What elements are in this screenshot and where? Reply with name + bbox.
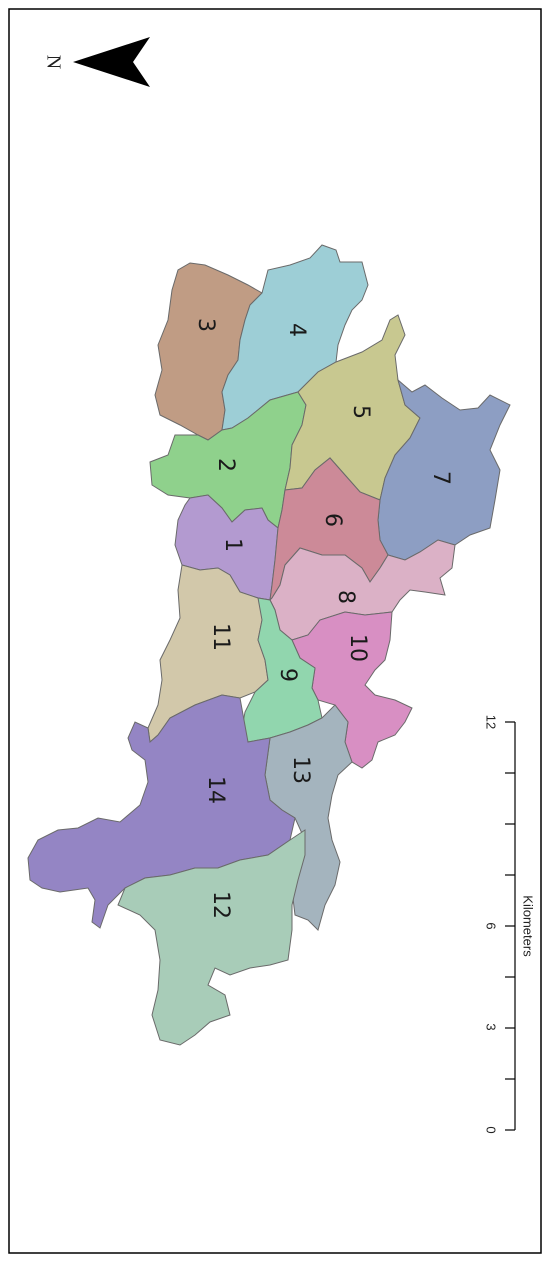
zone-12: 12 (117, 829, 306, 1046)
scale-bar: 0 3 6 12 Kilometers (484, 715, 536, 1134)
scale-tick-label-12: 12 (484, 715, 499, 729)
zone-10: 10 (291, 611, 413, 769)
scale-tick-label-6: 6 (484, 922, 499, 929)
zone-9-label: 9 (275, 668, 300, 682)
zone-2-label: 2 (213, 458, 238, 472)
zone-3-label: 3 (193, 318, 218, 332)
zone-7: 7 (377, 378, 511, 561)
north-arrow: N (42, 37, 150, 87)
north-label: N (42, 55, 64, 69)
zone-14-label: 14 (203, 776, 228, 804)
zone-8-label: 8 (333, 590, 358, 604)
zone-13: 13 (264, 704, 353, 931)
zone-13-shape (264, 704, 353, 931)
zone-2: 2 (149, 391, 307, 529)
zone-10-shape (291, 611, 413, 769)
zone-7-shape (377, 378, 511, 561)
zone-14-shape (27, 694, 296, 929)
zone-7-label: 7 (428, 471, 453, 485)
scale-tick-label-0: 0 (484, 1126, 499, 1133)
zone-5-label: 5 (348, 405, 373, 419)
zone-1-label: 1 (220, 538, 245, 552)
scale-bar-ticks (505, 721, 515, 1131)
north-arrow-icon (73, 37, 150, 87)
zone-6-label: 6 (320, 513, 345, 527)
zone-11-label: 11 (208, 623, 233, 651)
scale-tick-label-3: 3 (484, 1023, 499, 1030)
zone-14: 14 (27, 694, 296, 929)
zone-12-label: 12 (208, 891, 233, 919)
zone-13-label: 13 (288, 756, 313, 784)
scale-bar-title: Kilometers (521, 895, 536, 957)
zone-9: 9 (241, 597, 323, 743)
zone-10-label: 10 (345, 634, 370, 662)
zone-12-shape (117, 829, 306, 1046)
zone-4-label: 4 (284, 323, 309, 337)
map-frame (8, 8, 542, 1254)
